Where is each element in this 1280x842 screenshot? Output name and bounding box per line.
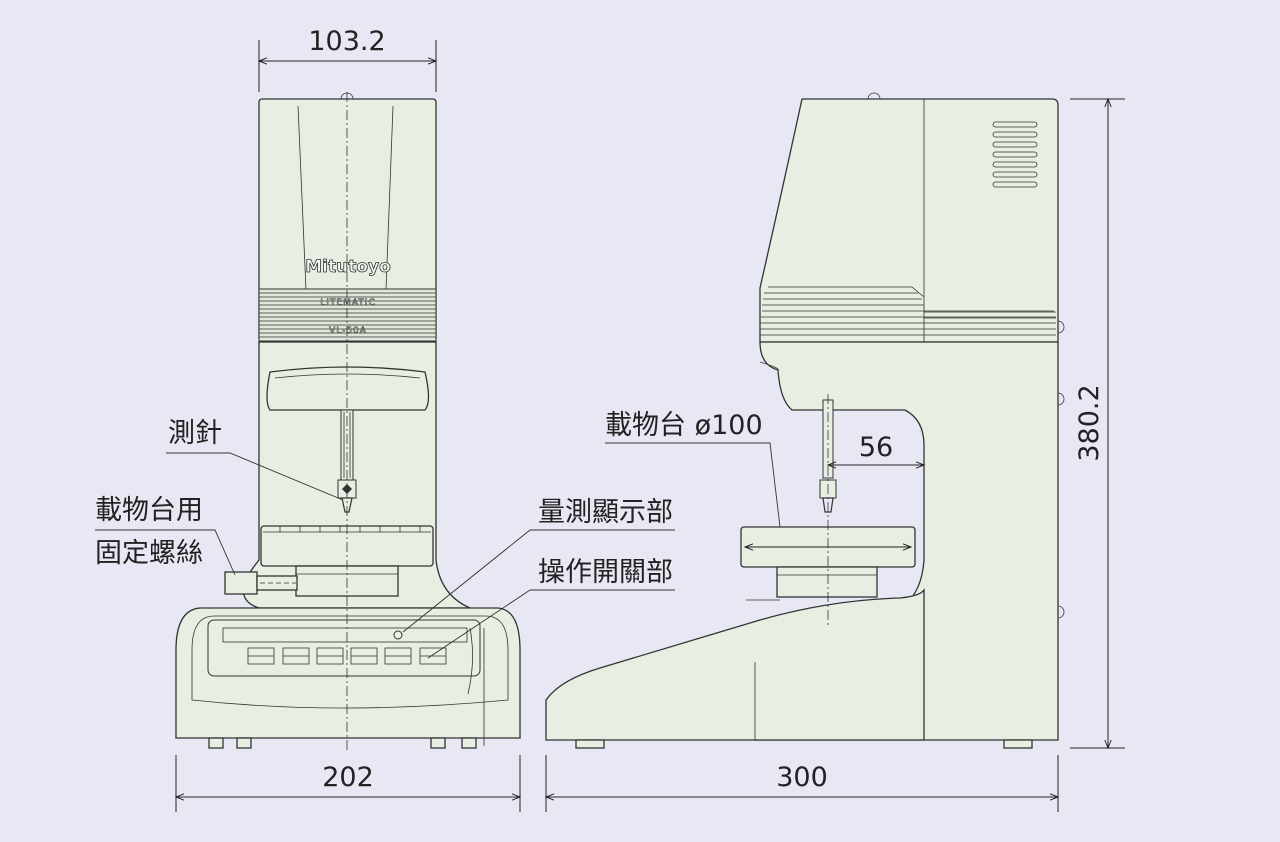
label-display: 量測顯示部 xyxy=(538,497,673,528)
front-clamp-screw xyxy=(224,571,298,595)
label-clamp-line1: 載物台用 xyxy=(95,495,203,526)
front-feet xyxy=(208,737,477,749)
dim-stylus-offset: 56 xyxy=(859,432,893,463)
side-view xyxy=(545,92,1065,749)
side-rib-band xyxy=(760,286,1056,336)
side-base xyxy=(545,587,925,741)
brand-logo: Mitutoyo xyxy=(305,257,391,277)
series-logo: LITEMATIC xyxy=(320,298,376,308)
dim-top-width: 103.2 xyxy=(308,26,385,57)
front-arm xyxy=(266,366,430,411)
dim-depth: 300 xyxy=(776,762,828,793)
switch-buttons xyxy=(247,647,447,665)
front-panel xyxy=(207,619,481,677)
label-stage: 載物台 ø100 xyxy=(605,410,763,441)
label-stylus: 測針 xyxy=(168,418,222,449)
label-switch: 操作開關部 xyxy=(538,557,673,588)
side-head-housing xyxy=(759,98,1059,343)
side-feet xyxy=(575,739,1033,749)
display-indicator xyxy=(393,630,403,640)
front-view: Mitutoyo LITEMATIC VL-50A xyxy=(175,92,521,752)
model-logo: VL-50A xyxy=(329,326,367,336)
dim-height: 380.2 xyxy=(1074,384,1105,461)
leaders xyxy=(95,442,781,659)
dimension-lines xyxy=(174,40,1125,812)
front-rib-band xyxy=(258,288,437,342)
label-clamp-line2: 固定螺絲 xyxy=(95,538,203,569)
dim-base-width: 202 xyxy=(322,762,374,793)
side-vent-slots xyxy=(992,121,1038,188)
